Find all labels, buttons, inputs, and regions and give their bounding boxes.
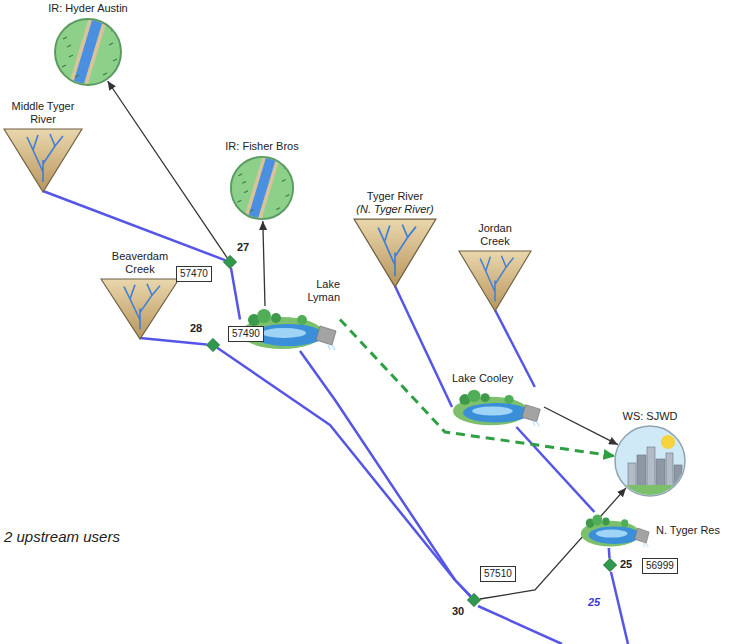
- node-label: IR: Hyder Austin: [48, 2, 127, 15]
- irrigation-icon: [229, 155, 295, 221]
- gauge-diamond: [223, 255, 237, 269]
- gauge-number: 28: [190, 322, 202, 335]
- node-label: Beaverdam Creek: [103, 250, 178, 276]
- shape-frame: [580, 512, 652, 548]
- gauge-id-box: 57510: [480, 566, 516, 582]
- reservoir-icon: [452, 387, 544, 427]
- node-label-group: IR: Fisher Bros: [225, 140, 298, 153]
- reservoir-icon: [580, 512, 652, 548]
- withdrawal-arrow: [108, 81, 228, 258]
- gauge-number: 30: [452, 605, 464, 618]
- inflow-node: Tyger River(N. Tyger River): [353, 190, 437, 288]
- gauge-node: 25: [603, 558, 617, 572]
- water-supply-node: WS: SJWD: [614, 410, 686, 497]
- river-line: [140, 338, 207, 344]
- gauge-number: 27: [237, 241, 249, 254]
- node-label-group: WS: SJWD: [623, 410, 678, 423]
- shape-frame: [458, 250, 532, 312]
- transfer-arrow: [340, 320, 614, 457]
- node-label-group: Jordan Creek: [470, 222, 520, 248]
- river-line: [478, 606, 562, 644]
- irrigation-user: IR: Fisher Bros: [225, 140, 298, 221]
- node-label: WS: SJWD: [623, 410, 678, 423]
- gauge-diamond: [467, 593, 481, 607]
- river-line: [608, 548, 611, 559]
- river-line: [43, 191, 225, 260]
- node-label-group: N. Tyger Res: [656, 524, 720, 537]
- reservoir-node: N. Tyger Res: [580, 512, 720, 548]
- gauge-number: 25: [620, 558, 632, 571]
- reach-number: 25: [588, 596, 600, 609]
- gauge-id: 57490: [232, 328, 260, 340]
- gauge-id: 57470: [180, 268, 208, 280]
- river-line: [231, 268, 240, 320]
- node-label: (N. Tyger River): [356, 203, 433, 216]
- inflow-node: Beaverdam Creek: [100, 250, 180, 340]
- shape-frame: [53, 17, 123, 87]
- reservoir-node: Lake Cooley: [452, 372, 544, 427]
- river-line: [611, 572, 628, 644]
- shape-frame: [452, 387, 544, 427]
- shape-frame: [614, 425, 686, 497]
- inflow-triangle: [458, 250, 532, 312]
- river-line: [217, 348, 470, 597]
- withdrawal-arrow: [544, 407, 618, 445]
- node-label: Middle Tyger River: [3, 100, 83, 126]
- gauge-id-box: 57470: [176, 266, 212, 282]
- node-label: Tyger River: [367, 190, 423, 203]
- gauge-id-box: 56999: [642, 558, 678, 574]
- inflow-triangle: [353, 218, 437, 288]
- node-label: Lake Cooley: [452, 372, 513, 385]
- shape-frame: [353, 218, 437, 288]
- irrigation-user: IR: Hyder Austin: [48, 2, 127, 87]
- inflow-node: Jordan Creek: [458, 222, 532, 312]
- node-label-group: IR: Hyder Austin: [48, 2, 127, 15]
- node-label: N. Tyger Res: [656, 524, 720, 537]
- gauge-node: 27: [223, 255, 237, 269]
- node-label-group: Middle Tyger River: [3, 100, 83, 126]
- node-label: Lake Lyman: [295, 278, 340, 304]
- shape-frame: [100, 278, 180, 340]
- gauge-diamond: [603, 558, 617, 572]
- node-label-group: Lake Lyman: [295, 278, 340, 304]
- river-line: [516, 427, 594, 512]
- withdrawal-arrow: [263, 221, 265, 306]
- node-label: Jordan Creek: [470, 222, 520, 248]
- irrigation-icon: [53, 17, 123, 87]
- inflow-node: Middle Tyger River: [3, 100, 83, 193]
- gauge-id: 56999: [646, 560, 674, 572]
- node-label: IR: Fisher Bros: [225, 140, 298, 153]
- gauge-id: 57510: [484, 568, 512, 580]
- gauge-node: 28: [206, 338, 220, 352]
- gauge-node: 30: [467, 593, 481, 607]
- node-label-group: Tyger River(N. Tyger River): [356, 190, 433, 216]
- shape-frame: [3, 128, 83, 193]
- note-text: 2 upstream users: [4, 528, 120, 546]
- river-line: [300, 351, 471, 596]
- inflow-triangle: [100, 278, 180, 340]
- gauge-id-box: 57490: [228, 326, 264, 342]
- node-label-group: Lake Cooley: [452, 372, 513, 385]
- gauge-diamond: [206, 338, 220, 352]
- inflow-triangle: [3, 128, 83, 193]
- water-supply-icon: [614, 425, 686, 497]
- shape-frame: [229, 155, 295, 221]
- node-label-group: Beaverdam Creek: [103, 250, 178, 276]
